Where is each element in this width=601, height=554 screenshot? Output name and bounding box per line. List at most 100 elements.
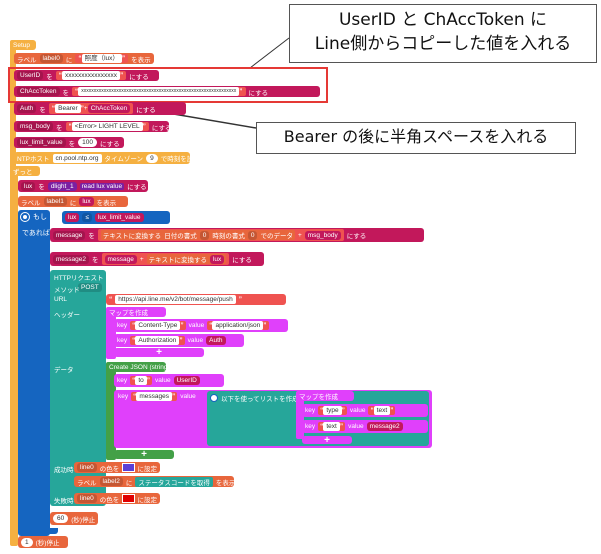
label0-text[interactable]: 照度（lux） [81,54,122,63]
h2-key[interactable]: Authorization [135,336,180,345]
label1-display-block[interactable]: ラベル label1 に lux を表示 [18,196,128,207]
pause-60-value[interactable]: 60 [53,514,69,523]
cond-right[interactable]: lux_limit_value [94,213,144,222]
label0-display-block[interactable]: ラベル label0 に “照度（lux）” を表示 [14,53,154,64]
success-led-block[interactable]: line0 の色を に設定 [74,462,160,473]
m2-value[interactable]: message2 [366,422,403,431]
msgbody-set-block[interactable]: msg_body を “<Error> LIGHT LEVEL” にする [14,121,172,132]
j2-key-block[interactable]: “messages” [131,392,178,401]
h1-value-block[interactable]: “application/json” [207,321,269,330]
cond-left[interactable]: lux [65,213,80,222]
lux-var[interactable]: lux [21,181,36,191]
auth-bearer-text[interactable]: Bearer [55,104,81,113]
inner-map-frame[interactable] [296,391,304,439]
userid-set-block[interactable]: UserID を “xxxxxxxxxxxxxxxx” にする [14,70,159,81]
json-add-button[interactable]: + [114,449,174,460]
message-ref[interactable]: msg_body [304,230,341,240]
success-led-target[interactable]: line0 [77,463,97,472]
success-color-swatch[interactable] [122,463,135,472]
token-value-block[interactable]: “xxxxxxxxxxxxxxxxxxxxxxxxxxxxxxxxxxxxxxx… [72,87,246,96]
loop-frame[interactable] [10,166,18,546]
header-map-frame[interactable] [106,307,116,359]
ntp-host[interactable]: cn.pool.ntp.org [52,153,102,163]
label2-display-block[interactable]: ラベル label2 に ステータスコードを取得 を表示 [74,476,235,487]
inner-row-type[interactable]: key “type” value “text” [302,404,428,417]
if-block-frame[interactable] [18,210,50,536]
inner-row-text[interactable]: key “text” value message2 [302,420,428,433]
luxlimit-set-block[interactable]: lux_limit_value を 100 にする [14,137,124,148]
cond-op[interactable]: ≤ [82,213,92,222]
pause-1-block[interactable]: 1 (秒)停止 [18,536,68,548]
token-set-block[interactable]: ChAccToken を “xxxxxxxxxxxxxxxxxxxxxxxxxx… [14,86,320,97]
list-gear-icon[interactable] [210,394,218,402]
header-row-content-type[interactable]: key “Content-Type” value “application/js… [114,319,288,332]
header-add-button[interactable]: + [114,347,204,358]
userid-var[interactable]: UserID [17,71,44,80]
condition-block[interactable]: lux ≤ lux_limit_value [62,211,170,224]
message-date-value[interactable]: 0 [199,230,210,240]
userid-value-block[interactable]: “xxxxxxxxxxxxxxxx” [55,71,127,80]
label0-dropdown[interactable]: label0 [39,54,63,63]
j1-key[interactable]: to [135,376,147,385]
setup-block-frame[interactable] [10,40,16,170]
token-var[interactable]: ChAccToken [17,87,60,96]
m1-value[interactable]: text [373,406,391,415]
loop-block[interactable]: ずっと [10,166,40,176]
h1-key-block[interactable]: “Content-Type” [130,321,186,330]
msgbody-value-block[interactable]: “<Error> LIGHT LEVEL” [65,122,149,131]
j1-key-block[interactable]: “to” [130,376,153,385]
message2-lux[interactable]: lux [209,254,225,264]
msgbody-value[interactable]: <Error> LIGHT LEVEL [71,122,143,131]
m1-key[interactable]: type [323,406,342,415]
j2-key[interactable]: messages [136,392,172,401]
userid-value[interactable]: xxxxxxxxxxxxxxxx [61,71,120,80]
message2-conv-block[interactable]: テキストに変換する lux [146,254,227,264]
pause-60-block[interactable]: 60 (秒)停止 [50,512,98,525]
setup-block[interactable]: Setup [10,40,36,50]
label2-status-func[interactable]: ステータスコードを取得 [135,476,213,487]
fail-led-target[interactable]: line0 [77,494,97,503]
m1-value-block[interactable]: “text” [368,406,396,415]
luxlimit-var[interactable]: lux_limit_value [17,138,66,147]
lux-read[interactable]: read lux value [79,182,125,190]
h2-key-block[interactable]: “Authorization” [130,336,185,345]
auth-token-ref[interactable]: ChAccToken [87,104,131,113]
fail-color-swatch[interactable] [122,494,135,503]
m1-key-block[interactable]: “type” [318,406,347,415]
message2-var[interactable]: message2 [53,254,89,264]
token-value[interactable]: xxxxxxxxxxxxxxxxxxxxxxxxxxxxxxxxxxxxxxxx… [78,87,240,96]
json-row-to[interactable]: key “to” value UserID [114,374,224,387]
m2-key-block[interactable]: “text” [318,422,346,431]
message2-join-block[interactable]: message + テキストに変換する lux [101,253,230,265]
if-gear-icon[interactable] [21,213,29,221]
label0-text-block[interactable]: “照度（lux）” [75,54,129,63]
lux-sensor[interactable]: dlight_1 [47,181,77,191]
lux-set-block[interactable]: lux を dlight_1 read lux value にする [18,180,148,192]
message-join-block[interactable]: テキストに変換する 日付の書式 0 時刻の書式 0 でのデータ + msg_bo… [97,229,344,241]
pause-1-value[interactable]: 1 [21,537,33,547]
msgbody-var[interactable]: msg_body [17,122,53,131]
ntp-block[interactable]: NTPホスト cn.pool.ntp.org タイムゾーン 9 で時刻を設定 [14,152,200,164]
url-block[interactable]: “https://api.line.me/v2/bot/message/push… [106,294,286,305]
message2-set-block[interactable]: message2 を message + テキストに変換する lux にする [50,252,264,266]
message-conv-block[interactable]: テキストに変換する 日付の書式 0 時刻の書式 0 でのデータ [100,230,295,240]
h2-value[interactable]: Auth [206,336,226,345]
inner-map-add-button[interactable]: + [302,435,352,446]
http-method-dropdown[interactable]: POST [78,283,102,292]
ntp-tz[interactable]: 9 [146,153,158,163]
fail-led-block[interactable]: line0 の色を に設定 [74,493,160,504]
message2-ref[interactable]: message [104,254,137,264]
m2-key[interactable]: text [323,422,340,431]
url-value[interactable]: https://api.line.me/v2/bot/message/push [115,295,236,304]
h1-value[interactable]: application/json [212,321,264,330]
message-set-block[interactable]: message を テキストに変換する 日付の書式 0 時刻の書式 0 でのデー… [50,228,424,242]
message-var[interactable]: message [53,230,86,240]
auth-var[interactable]: Auth [17,104,37,113]
luxlimit-value[interactable]: 100 [78,138,97,147]
label2-dropdown[interactable]: label2 [99,477,123,486]
auth-join-block[interactable]: “Bearer” + ChAccToken [48,103,134,114]
message-time-value[interactable]: 0 [247,230,258,240]
label1-var[interactable]: lux [79,197,94,206]
j1-value[interactable]: UserID [173,376,200,385]
auth-set-block[interactable]: Auth を “Bearer” + ChAccToken にする [14,102,186,115]
